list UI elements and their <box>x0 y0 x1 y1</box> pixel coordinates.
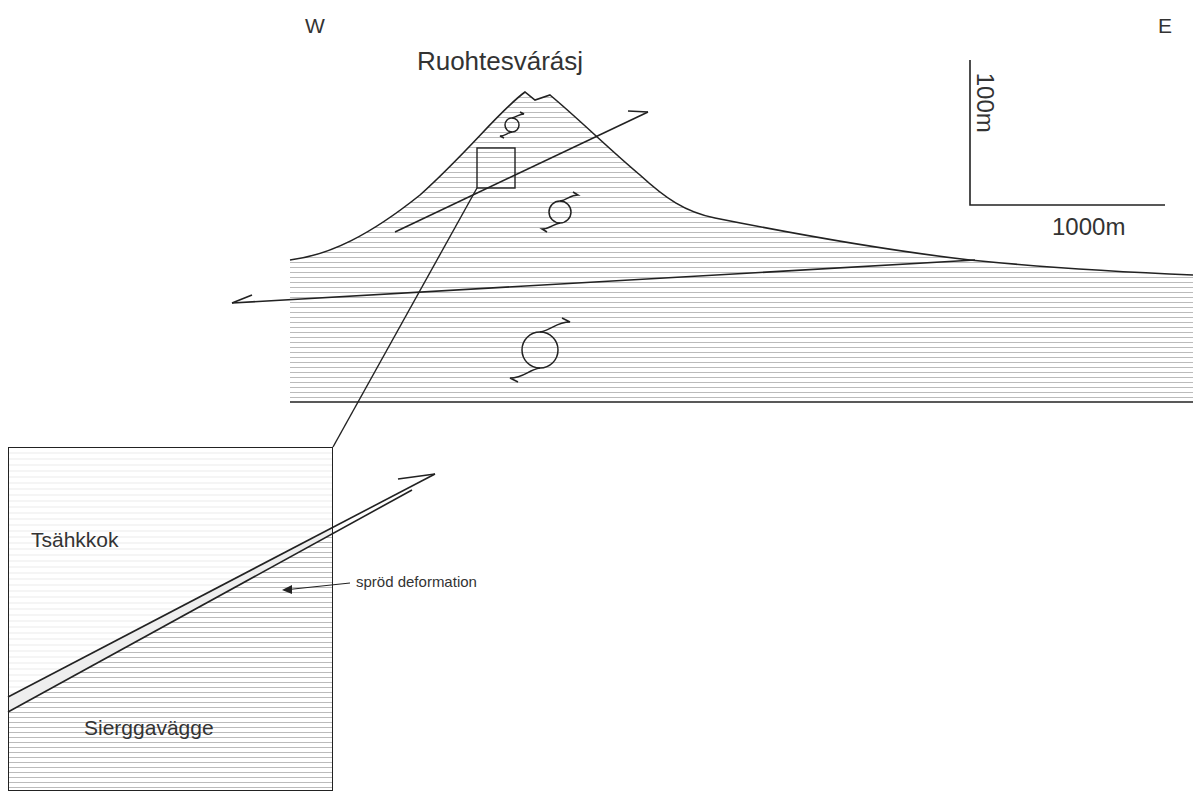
tail <box>542 223 560 232</box>
deformation-zone <box>8 527 333 712</box>
tail <box>560 192 578 201</box>
rock-body <box>290 92 1193 402</box>
thrust-arrow <box>398 474 435 479</box>
thrust-arrow <box>628 111 648 112</box>
thrust-arrow <box>232 295 252 303</box>
fault-plane <box>8 490 412 712</box>
tail <box>510 368 540 382</box>
leader-arrowhead <box>282 585 292 594</box>
base-line <box>290 401 1193 403</box>
shear-sense-symbol <box>500 112 578 382</box>
tail <box>512 112 524 118</box>
tail <box>500 132 512 138</box>
mountain-name: Ruohtesvárásj <box>417 47 583 77</box>
scale-label: 100m <box>971 73 999 133</box>
topography <box>290 92 1193 275</box>
porphyroclast <box>522 332 558 368</box>
unit-name: Tsähkkok <box>31 528 119 552</box>
thrust-fault <box>395 112 648 232</box>
direction-label: E <box>1158 14 1172 38</box>
porphyroclast <box>505 118 519 132</box>
inset-box: TsähkkokSierggavägge <box>8 447 333 791</box>
leader-line <box>284 583 350 590</box>
scale-bar <box>970 60 1165 205</box>
scale-label: 1000m <box>1052 213 1125 241</box>
lower-unit <box>8 533 333 791</box>
porphyroclast <box>549 201 571 223</box>
leader-line <box>333 188 477 447</box>
direction-label: W <box>305 14 325 38</box>
unit-name: Sierggavägge <box>84 716 214 740</box>
annotation: spröd deformation <box>356 573 477 590</box>
tail <box>540 318 570 332</box>
thrust-fault <box>232 260 975 303</box>
detail-frame <box>477 148 515 188</box>
